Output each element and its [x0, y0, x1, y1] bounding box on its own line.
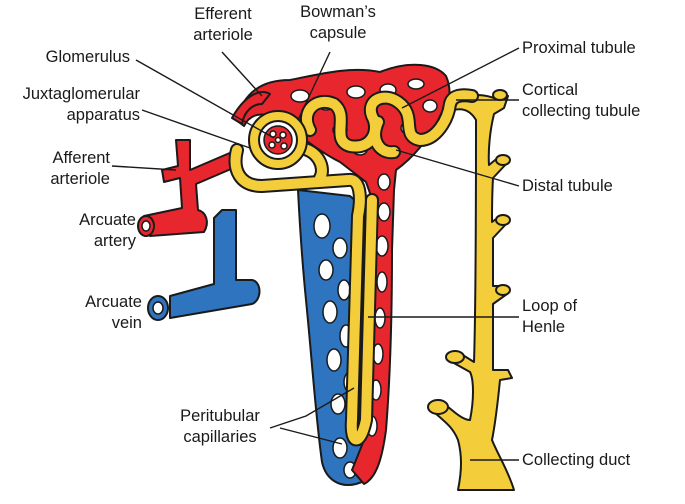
glomerulus-shape	[263, 125, 293, 155]
leader-efferent-arteriole	[221, 51, 263, 97]
label-loop-of-henle-line2: Henle	[522, 318, 566, 336]
label-cortical-collecting-tubule: Cortical collecting tubule	[522, 80, 640, 122]
collecting-duct-shape	[427, 89, 515, 491]
label-cortical-line1: Cortical	[522, 81, 578, 99]
leader-bowmans-capsule	[297, 51, 331, 121]
label-proximal-tubule: Proximal tubule	[522, 38, 636, 59]
label-bowmans-capsule-line1: Bowman’s	[300, 3, 376, 21]
label-collecting-duct: Collecting duct	[522, 450, 630, 471]
label-distal-tubule-line1: Distal tubule	[522, 177, 613, 195]
label-peritubular-capillaries: Peritubular capillaries	[160, 406, 280, 448]
label-peritubular-line1: Peritubular	[180, 407, 260, 425]
label-efferent-arteriole-line2: arteriole	[193, 26, 253, 44]
label-juxtaglomerular-line1: Juxtaglomerular	[22, 85, 140, 103]
label-arcuate-artery-line2: artery	[93, 232, 136, 250]
label-efferent-arteriole-line1: Efferent	[194, 5, 252, 23]
leader-proximal-tubule	[401, 47, 520, 109]
label-arcuate-vein-line1: Arcuate	[85, 293, 142, 311]
label-bowmans-capsule-line2: capsule	[309, 24, 367, 42]
label-arcuate-artery-line1: Arcuate	[79, 211, 136, 229]
label-arcuate-artery: Arcuate artery	[2, 210, 136, 252]
leader-peritubular	[269, 387, 355, 429]
leader-afferent-arteriole	[111, 165, 177, 171]
label-afferent-arteriole-line2: arteriole	[50, 170, 110, 188]
label-bowmans-capsule: Bowman’s capsule	[288, 2, 388, 44]
label-glomerulus: Glomerulus	[2, 47, 130, 68]
label-loop-of-henle: Loop of Henle	[522, 296, 577, 338]
leader-lines	[111, 47, 520, 461]
leader-peritubular-2	[279, 427, 343, 445]
label-afferent-arteriole-line1: Afferent	[52, 149, 110, 167]
leader-juxtaglomerular	[141, 109, 251, 149]
label-cortical-line2: collecting tubule	[522, 102, 641, 120]
leader-distal-tubule	[395, 149, 520, 187]
label-loop-of-henle-line1: Loop of	[522, 297, 578, 315]
label-collecting-duct-line1: Collecting duct	[522, 451, 631, 469]
artery-shape	[137, 63, 451, 485]
label-arcuate-vein: Arcuate vein	[2, 292, 142, 334]
leader-glomerulus	[135, 59, 275, 139]
label-arcuate-vein-line2: vein	[111, 314, 142, 332]
label-peritubular-line2: capillaries	[183, 428, 257, 446]
label-juxtaglomerular-apparatus: Juxtaglomerular apparatus	[0, 84, 140, 126]
label-juxtaglomerular-line2: apparatus	[66, 106, 140, 124]
label-glomerulus-line1: Glomerulus	[45, 48, 130, 66]
label-proximal-tubule-line1: Proximal tubule	[522, 39, 636, 57]
label-afferent-arteriole: Afferent arteriole	[2, 148, 110, 190]
label-distal-tubule: Distal tubule	[522, 176, 613, 197]
label-efferent-arteriole: Efferent arteriole	[168, 4, 278, 46]
